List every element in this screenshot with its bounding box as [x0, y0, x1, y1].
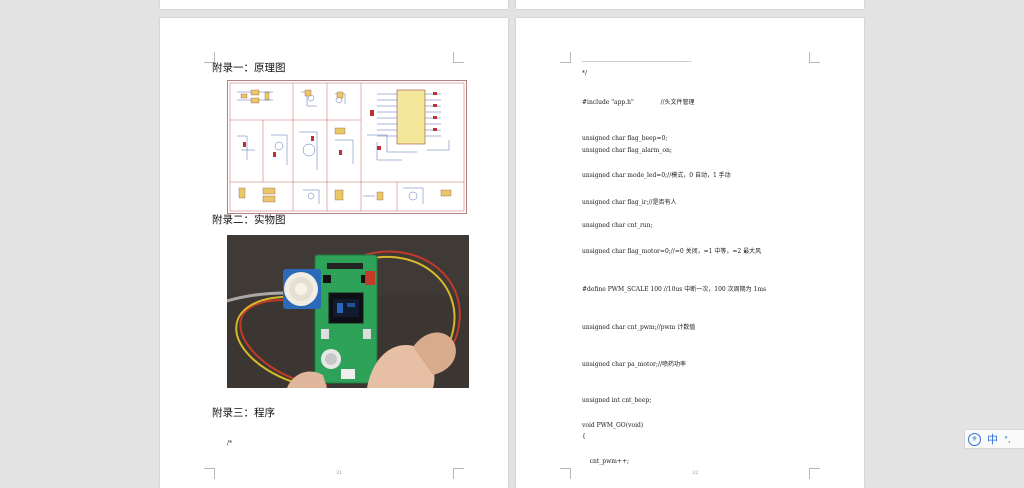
margin-mark: [204, 52, 215, 63]
code-line: void PWM_GO(void): [582, 422, 644, 429]
appendix-2-heading: 附录二：实物图: [212, 214, 286, 226]
code-line: unsigned char flag_ir;//是否有人: [582, 199, 677, 206]
margin-mark: [453, 52, 464, 63]
ime-language-toggle[interactable]: 中: [987, 433, 998, 446]
ime-toolbar[interactable]: 拼 中 °,: [964, 429, 1024, 449]
code-line: #include "app.h" //头文件管理: [582, 99, 695, 106]
code-line: ----------------------------------------…: [582, 60, 692, 65]
appendix-1-heading: 附录一：原理图: [212, 62, 286, 74]
code-line: */: [582, 70, 588, 77]
code-line: unsigned int cnt_beep;: [582, 397, 652, 404]
ime-logo-icon[interactable]: 拼: [968, 432, 981, 446]
margin-mark: [560, 468, 571, 479]
code-line: unsigned char pa_motor;//喷药功率: [582, 361, 686, 368]
margin-mark: [204, 468, 215, 479]
previous-page-right: [516, 0, 864, 9]
margin-mark: [809, 52, 820, 63]
code-comment-start: /*: [227, 440, 233, 447]
code-line: unsigned char flag_beep=0;: [582, 135, 668, 142]
schematic-image: [227, 80, 467, 214]
code-line: cnt_pwm++;: [582, 458, 630, 465]
page-number: 32: [692, 470, 699, 476]
device-photo: [227, 235, 469, 388]
document-page-31: 附录一：原理图: [160, 18, 508, 488]
code-line: {: [582, 433, 586, 440]
margin-mark: [809, 468, 820, 479]
code-line: #define PWM_SCALE 100 //10us 中断一次，100 次周…: [582, 286, 767, 293]
code-line: unsigned char flag_motor=0;//=0 关闭，=1 中等…: [582, 248, 762, 255]
previous-page-left: [160, 0, 508, 9]
margin-mark: [560, 52, 571, 63]
document-page-32: ----------------------------------------…: [516, 18, 864, 488]
code-line: unsigned char flag_alarm_on;: [582, 147, 672, 154]
margin-mark: [453, 468, 464, 479]
code-line: unsigned char cnt_run;: [582, 222, 653, 229]
appendix-3-heading: 附录三：程序: [212, 407, 275, 419]
ime-punctuation-icon[interactable]: °,: [1004, 434, 1011, 444]
code-line: unsigned char cnt_pwm;//pwm 计数值: [582, 324, 696, 331]
page-number: 31: [336, 470, 343, 476]
code-line: unsigned char mode_led=0;//模式，0 自动，1 手动: [582, 172, 731, 179]
